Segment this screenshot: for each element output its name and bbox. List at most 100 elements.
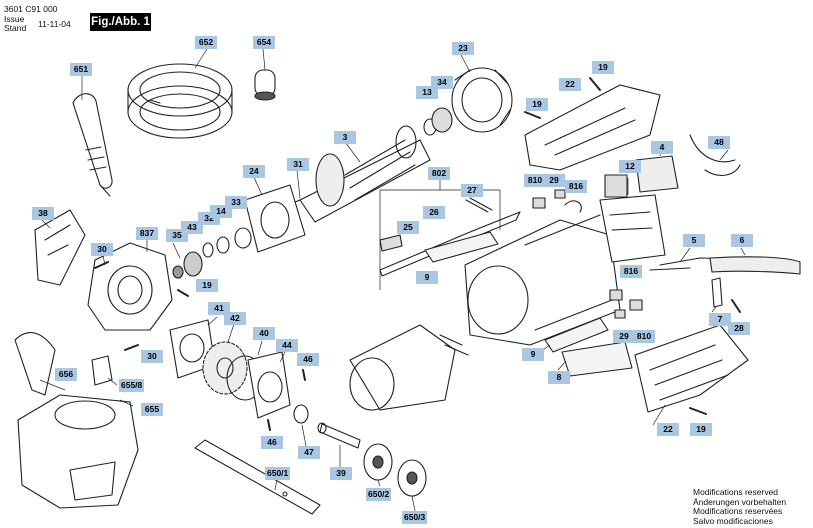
figure-label: Fig./Abb. 1 bbox=[90, 13, 151, 31]
callout-816-upper: 816 bbox=[565, 180, 587, 193]
callout-22-upper: 22 bbox=[559, 78, 581, 91]
fan-guard-shape bbox=[451, 67, 513, 133]
callout-30-lower: 30 bbox=[141, 350, 163, 363]
screw-19-mid-shape bbox=[177, 289, 189, 297]
callout-12: 12 bbox=[619, 160, 641, 173]
callout-31: 31 bbox=[287, 158, 309, 171]
pinion-shape bbox=[172, 251, 203, 279]
stand-label: Stand bbox=[4, 23, 27, 33]
hose-coil-shape bbox=[127, 63, 233, 139]
clip-48-shape bbox=[689, 134, 741, 176]
issue-label: Issue bbox=[4, 14, 25, 24]
callout-4: 4 bbox=[651, 141, 673, 154]
brush-810-upper-shape bbox=[532, 197, 546, 209]
brush-810-lower-shape bbox=[629, 299, 643, 311]
callout-38: 38 bbox=[32, 207, 54, 220]
callout-650-2: 650/2 bbox=[366, 488, 392, 501]
callout-650-1: 650/1 bbox=[265, 467, 291, 480]
washer-14-shape bbox=[216, 236, 230, 254]
spindle-shape bbox=[317, 422, 361, 449]
screw-28-shape bbox=[731, 299, 741, 313]
ring-47-shape bbox=[293, 404, 309, 424]
label-8-shape bbox=[561, 341, 633, 377]
callout-19-top: 19 bbox=[592, 61, 614, 74]
callout-29-lower: 29 bbox=[613, 330, 635, 343]
insulation-9-lower-shape bbox=[544, 317, 609, 353]
washer-33-shape bbox=[234, 227, 252, 249]
gear-shape bbox=[202, 341, 248, 395]
callout-27: 27 bbox=[461, 184, 483, 197]
callout-28: 28 bbox=[728, 322, 750, 335]
modification-notes: Modifications reserved Änderungen vorbeh… bbox=[693, 487, 787, 526]
callout-9-upper: 9 bbox=[416, 271, 438, 284]
screw-19-top-shape bbox=[589, 77, 601, 91]
callout-810-lower: 810 bbox=[633, 330, 655, 343]
hose-nozzle-shape bbox=[14, 332, 56, 396]
callout-837: 837 bbox=[136, 227, 158, 240]
issue-date: 11-11-04 bbox=[38, 19, 71, 29]
spring-816-upper-shape bbox=[564, 200, 582, 213]
callout-19-mid: 19 bbox=[196, 279, 218, 292]
clip-655-8-shape bbox=[91, 355, 113, 386]
callout-650-3: 650/3 bbox=[402, 511, 428, 524]
callout-810-upper: 810 bbox=[524, 174, 546, 187]
screw-46-upper-shape bbox=[302, 369, 306, 381]
field-coil-shape bbox=[349, 324, 469, 411]
callout-7: 7 bbox=[709, 313, 731, 326]
callout-22-lower: 22 bbox=[657, 423, 679, 436]
washer-32-shape bbox=[202, 242, 214, 258]
callout-47: 47 bbox=[298, 446, 320, 459]
note-de: Änderungen vorbehalten bbox=[693, 496, 787, 507]
note-en: Modifications reserved bbox=[693, 487, 779, 497]
callout-44: 44 bbox=[276, 339, 298, 352]
callout-14: 14 bbox=[210, 205, 232, 218]
bearing-34-shape bbox=[431, 107, 453, 133]
brush-holder-25-shape bbox=[379, 234, 403, 252]
spring-27-shape bbox=[465, 197, 493, 213]
switch-12-shape bbox=[604, 174, 628, 198]
callout-35: 35 bbox=[166, 229, 188, 242]
cover-22-upper-shape bbox=[524, 84, 661, 171]
armature-shape bbox=[287, 125, 431, 223]
bearing-flange-shape bbox=[244, 184, 306, 253]
callout-19-bottom: 19 bbox=[690, 423, 712, 436]
gear-housing-shape bbox=[87, 242, 173, 331]
clamping-nut-shape bbox=[397, 459, 427, 497]
callout-26: 26 bbox=[423, 206, 445, 219]
note-es: Salvo modificaciones bbox=[693, 515, 773, 526]
screw-19-upper-shape bbox=[524, 111, 541, 119]
callout-652: 652 bbox=[195, 36, 217, 49]
side-handle-shape bbox=[72, 93, 113, 197]
callout-42: 42 bbox=[224, 312, 246, 325]
wire-5-shape bbox=[649, 267, 691, 271]
insulation-9-upper-shape bbox=[424, 231, 499, 263]
cover-22-lower-shape bbox=[634, 324, 749, 413]
callout-23: 23 bbox=[452, 42, 474, 55]
callout-34: 34 bbox=[431, 76, 453, 89]
callout-802: 802 bbox=[428, 167, 450, 180]
callout-6: 6 bbox=[731, 234, 753, 247]
callout-9-lower: 9 bbox=[522, 348, 544, 361]
doc-number: 3601 C91 000 bbox=[4, 4, 58, 14]
brush-29-lower-shape bbox=[614, 309, 626, 319]
callout-40: 40 bbox=[253, 327, 275, 340]
callout-656: 656 bbox=[55, 368, 77, 381]
flange-shape bbox=[363, 443, 393, 481]
callout-655: 655 bbox=[141, 403, 163, 416]
callout-13: 13 bbox=[416, 86, 438, 99]
screw-46-lower-shape bbox=[267, 419, 271, 431]
callout-41: 41 bbox=[208, 302, 230, 315]
brush-29-upper-shape bbox=[554, 189, 566, 199]
callout-46-upper: 46 bbox=[297, 353, 319, 366]
bearing-flange-44-shape bbox=[247, 351, 291, 419]
adapter-shape bbox=[254, 69, 276, 101]
callout-816-lower: 816 bbox=[620, 265, 642, 278]
callout-25: 25 bbox=[397, 221, 419, 234]
extraction-guard-shape bbox=[17, 394, 139, 509]
cable-clamp-shape bbox=[711, 277, 723, 308]
callout-655-8: 655/8 bbox=[119, 379, 145, 392]
screw-30-lower-shape bbox=[124, 344, 139, 351]
callout-8: 8 bbox=[548, 371, 570, 384]
cable-sleeve-shape bbox=[709, 256, 801, 275]
